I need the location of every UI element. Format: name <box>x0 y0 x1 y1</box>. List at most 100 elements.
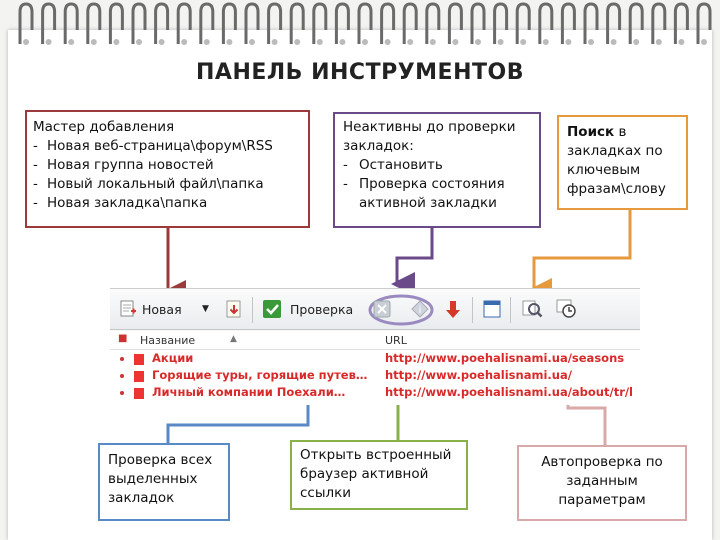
spiral-binding <box>18 2 712 45</box>
check-all-box: Проверка всех выделенных закладок <box>98 443 230 521</box>
binding-ring <box>86 2 102 44</box>
binding-hole <box>475 39 481 45</box>
search-arrow <box>528 210 632 302</box>
browser-icon[interactable] <box>482 299 502 319</box>
binding-hole <box>520 39 527 45</box>
binding-hole <box>678 39 685 45</box>
status-check-icon[interactable]: i <box>410 299 430 319</box>
binding-ring <box>515 2 531 44</box>
toolbar-separator <box>510 297 511 323</box>
inactive-item: Проверка состояния активной закладки <box>343 175 531 213</box>
binding-hole <box>203 39 210 45</box>
binding-hole <box>226 39 233 45</box>
binding-ring <box>538 2 554 44</box>
column-name-header[interactable]: Название <box>140 334 196 347</box>
wizard-item: Новая группа новостей <box>33 156 302 175</box>
binding-ring <box>267 2 283 44</box>
inactive-highlight-ellipse <box>368 294 434 326</box>
stop-icon[interactable] <box>372 299 392 319</box>
sort-up-icon[interactable]: ▲ <box>230 334 237 344</box>
binding-hole <box>23 39 29 45</box>
column-marker-icon: ■ <box>118 333 128 344</box>
toolbar-separator <box>472 297 473 323</box>
toolbar: Новая ▼ Проверка i <box>110 289 640 330</box>
binding-ring <box>402 2 418 44</box>
binding-ring <box>628 2 644 44</box>
binding-hole <box>68 39 75 45</box>
binding-hole <box>633 39 640 45</box>
binding-hole <box>384 39 391 45</box>
table-row[interactable]: Горящие туры, горящие путев… http://www.… <box>110 368 640 385</box>
favicon-icon <box>134 371 144 382</box>
import-icon[interactable] <box>224 299 244 319</box>
binding-hole <box>113 39 120 45</box>
toolbar-separator <box>252 297 253 323</box>
autocheck-box: Автопроверка по заданным параметрам <box>517 445 687 521</box>
binding-ring <box>131 2 147 44</box>
column-url-header[interactable]: URL <box>385 334 407 347</box>
inactive-heading: Неактивны до проверки закладок: <box>343 119 516 154</box>
inactive-arrow <box>391 228 434 296</box>
wizard-item: Новая веб-страница\форум\RSS <box>33 137 302 156</box>
row-name: Акции <box>152 351 194 365</box>
binding-hole <box>565 39 572 45</box>
check-icon[interactable] <box>262 299 284 319</box>
page-title: ПАНЕЛЬ ИНСТРУМЕНТОВ <box>196 60 524 85</box>
binding-hole <box>588 39 594 45</box>
binding-ring <box>176 2 192 44</box>
binding-hole <box>45 39 52 45</box>
search-rest: в закладках по ключевым фразам\слову <box>567 124 666 197</box>
binding-ring <box>425 2 441 44</box>
binding-hole <box>339 39 346 45</box>
wizard-heading: Мастер добавления <box>33 119 175 135</box>
row-bullet <box>120 357 124 361</box>
binding-hole <box>452 39 459 45</box>
clock-icon[interactable] <box>556 299 578 319</box>
binding-ring <box>447 2 463 44</box>
binding-hole <box>316 39 323 45</box>
chevron-down-icon[interactable]: ▼ <box>202 304 209 314</box>
binding-hole <box>249 39 255 45</box>
binding-ring <box>18 2 34 44</box>
row-name: Личный компании Поехали… <box>152 385 346 399</box>
app-screenshot: Новая ▼ Проверка i <box>110 288 640 405</box>
binding-ring <box>606 2 622 44</box>
binding-hole <box>136 39 142 45</box>
binding-ring <box>199 2 215 44</box>
favicon-icon <box>134 354 144 365</box>
binding-ring <box>334 2 350 44</box>
new-button-label[interactable]: Новая <box>142 302 182 317</box>
binding-hole <box>429 39 436 45</box>
row-url: http://www.poehalisnami.ua/about/tr/l <box>385 385 634 399</box>
binding-hole <box>610 39 617 45</box>
binding-ring <box>493 2 509 44</box>
binding-ring <box>696 2 712 44</box>
table-row[interactable]: Акции http://www.poehalisnami.ua/seasons <box>110 351 640 368</box>
wizard-box: Мастер добавления Новая веб-страница\фор… <box>25 110 310 228</box>
table-row[interactable]: Личный компании Поехали… http://www.poeh… <box>110 385 640 402</box>
wizard-item: Новый локальный файл\папка <box>33 175 302 194</box>
new-bookmark-icon[interactable] <box>118 299 138 319</box>
row-bullet <box>120 391 124 395</box>
binding-ring <box>470 2 486 44</box>
binding-hole <box>362 39 368 45</box>
binding-ring <box>63 2 79 44</box>
open-browser-box: Открыть встроенный браузер активной ссыл… <box>290 440 468 510</box>
search-icon[interactable] <box>522 299 544 319</box>
inactive-item: Остановить <box>343 156 531 175</box>
binding-ring <box>380 2 396 44</box>
binding-ring <box>289 2 305 44</box>
search-box: Поиск в закладках по ключевым фразам\сло… <box>557 115 688 210</box>
binding-hole <box>655 39 662 45</box>
row-url: http://www.poehalisnami.ua/seasons <box>385 351 625 365</box>
binding-ring <box>583 2 599 44</box>
binding-hole <box>271 39 278 45</box>
down-arrow-icon[interactable] <box>444 299 462 319</box>
binding-ring <box>244 2 260 44</box>
inactive-box: Неактивны до проверки закладок: Останови… <box>333 112 541 228</box>
check-button-label[interactable]: Проверка <box>290 302 354 317</box>
binding-hole <box>90 39 97 45</box>
binding-ring <box>108 2 124 44</box>
binding-hole <box>701 39 707 45</box>
binding-hole <box>542 39 549 45</box>
